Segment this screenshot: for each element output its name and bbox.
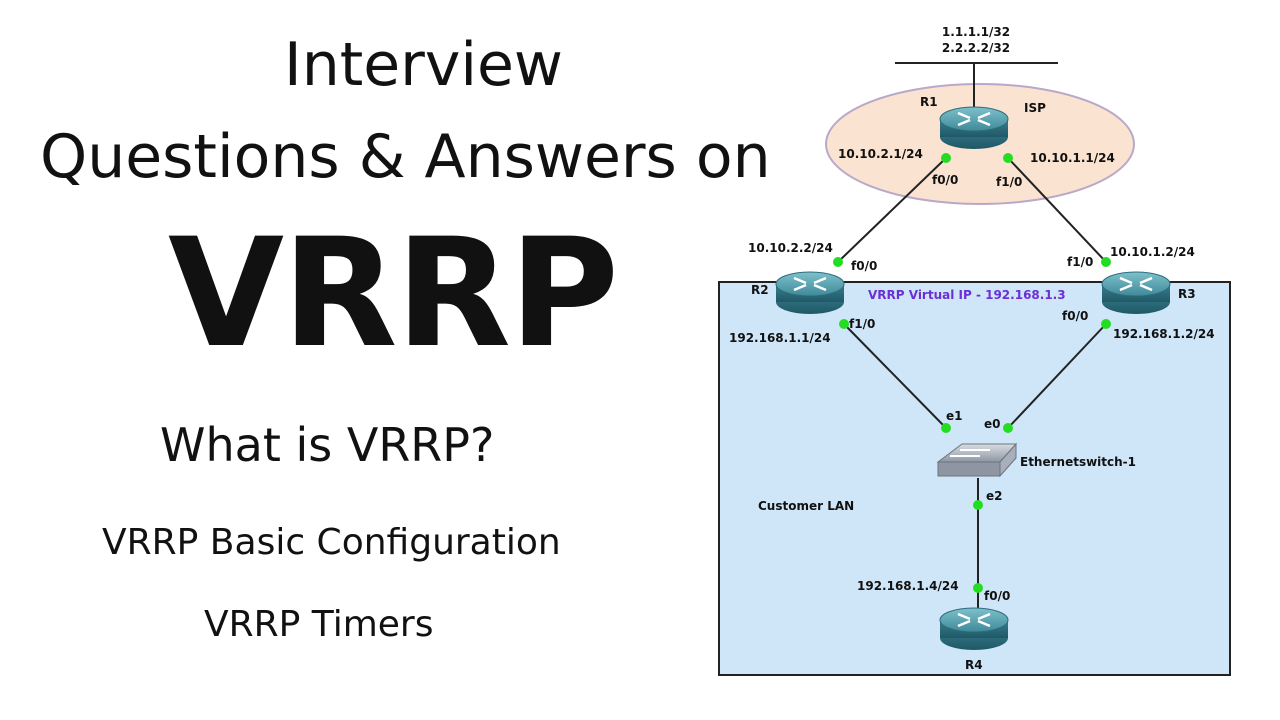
r2-name: R2: [751, 283, 769, 297]
r3-if-up: f1/0: [1067, 255, 1093, 269]
switch-if-e1: e1: [946, 409, 963, 423]
vrrp-virtual-ip-label: VRRP Virtual IP - 192.168.1.3: [868, 288, 1066, 302]
slide-text-area: Interview Questions & Answers on VRRP Wh…: [40, 30, 771, 645]
ethernet-switch-icon: [936, 442, 1018, 478]
big-title: VRRP: [168, 207, 619, 381]
r2-ip-up: 10.10.2.2/24: [748, 241, 833, 255]
r3-ip-up: 10.10.1.2/24: [1110, 245, 1195, 259]
switch-if-e2: e2: [986, 489, 1003, 503]
router-r4-icon: [939, 607, 1009, 650]
r4-ip-up: 192.168.1.4/24: [857, 579, 959, 593]
router-r3-icon: [1101, 271, 1171, 314]
link-dots: [833, 153, 1111, 593]
link-r3-switch: [1007, 323, 1107, 429]
r3-if-down: f0/0: [1062, 309, 1088, 323]
link-r2-switch: [843, 323, 947, 429]
r2-if-up: f0/0: [851, 259, 877, 273]
switch-name: Ethernetswitch-1: [1020, 455, 1136, 469]
isp-label: ISP: [1024, 101, 1046, 115]
loopback-ip-1: 1.1.1.1/32: [942, 25, 1010, 39]
r1-if-left: f0/0: [932, 173, 958, 187]
r1-if-right: f1/0: [996, 175, 1022, 189]
customer-lan-label: Customer LAN: [758, 499, 854, 513]
r3-name: R3: [1178, 287, 1196, 301]
r4-name: R4: [965, 658, 983, 672]
r3-ip-down: 192.168.1.2/24: [1113, 327, 1215, 341]
r1-name: R1: [920, 95, 938, 109]
r2-ip-down: 192.168.1.1/24: [729, 331, 831, 345]
r2-if-down: f1/0: [849, 317, 875, 331]
r1-ip-left: 10.10.2.1/24: [838, 147, 923, 161]
topic-basic-config: VRRP Basic Configuration: [102, 522, 561, 563]
link-r1-r3: [1007, 157, 1107, 263]
link-r1-r2: [837, 157, 947, 263]
title-line-2: Questions & Answers on: [40, 122, 771, 192]
loopback-ip-2: 2.2.2.2/32: [942, 41, 1010, 55]
r1-ip-right: 10.10.1.1/24: [1030, 151, 1115, 165]
title-line-1: Interview: [284, 30, 563, 100]
r4-if-up: f0/0: [984, 589, 1010, 603]
switch-if-e0: e0: [984, 417, 1001, 431]
router-r1-icon: [939, 106, 1009, 149]
topic-timers: VRRP Timers: [204, 604, 434, 645]
topic-what-is-vrrp: What is VRRP?: [160, 418, 495, 472]
router-r2-icon: [775, 271, 845, 314]
